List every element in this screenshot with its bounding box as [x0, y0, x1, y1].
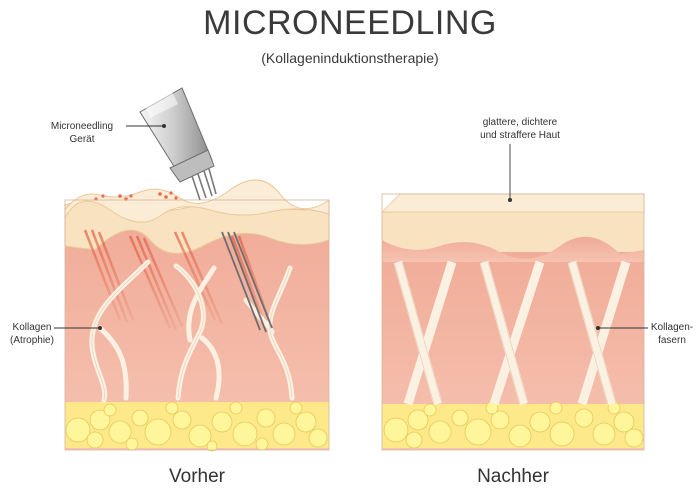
collagen-after-line1: Kollagen-: [650, 322, 694, 333]
before-skin-block: [64, 179, 330, 452]
panel-label-before: Vorher: [169, 466, 225, 487]
device-label-line2: Gerät: [69, 134, 95, 145]
collagen-after-label: Kollagen- fasern: [646, 321, 698, 347]
device-label: Microneedling Gerät: [42, 120, 122, 146]
leader-lines: [54, 125, 648, 329]
skin-after-line1: glattere, dichtere: [482, 117, 558, 128]
before-collagen-outline: [91, 261, 293, 401]
after-fat-layer: [382, 401, 644, 449]
needle-cluster: [221, 231, 273, 333]
skin-after-line2: und straffere Haut: [480, 130, 560, 141]
after-epidermis-wave: [382, 236, 644, 262]
before-skin-surface: [64, 179, 330, 223]
collagen-before-label: Kollagen (Atrophie): [2, 321, 62, 347]
panel-label-after: Nachher: [477, 466, 549, 487]
after-collagen-outline: [393, 261, 617, 405]
microneedling-device: [139, 87, 217, 201]
skin-after-label: glattere, dichtere und straffere Haut: [460, 116, 580, 142]
page-title: MICRONEEDLING: [203, 4, 497, 42]
after-skin-block: [381, 193, 645, 451]
leader-dots: [98, 124, 600, 330]
collagen-after-line2: fasern: [658, 335, 686, 346]
collagen-before-line2: (Atrophie): [10, 335, 54, 346]
device-label-line1: Microneedling: [50, 121, 114, 132]
after-collagen-fibers: [393, 260, 631, 406]
before-fat-layer: [65, 401, 329, 452]
collagen-before-line1: Kollagen: [12, 322, 52, 333]
after-skin-surface: [381, 193, 645, 213]
page-subtitle: (Kollageninduktionstherapie): [261, 50, 439, 66]
